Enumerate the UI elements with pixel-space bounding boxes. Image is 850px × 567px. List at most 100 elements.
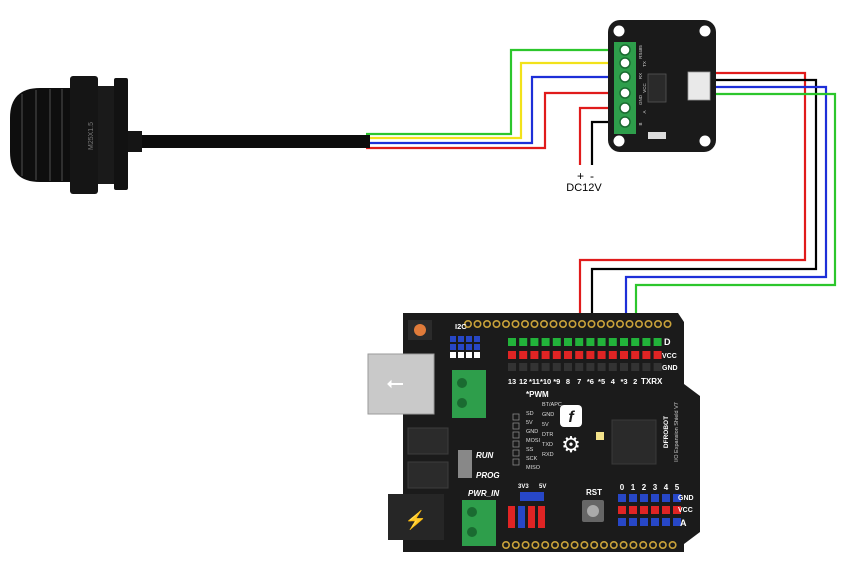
- digital-pin-gnd: [631, 363, 640, 371]
- gland-ribs: [21, 89, 63, 181]
- top-header-pin: [492, 319, 501, 328]
- i2c-pin: [474, 344, 480, 350]
- reset-button-cap[interactable]: [414, 324, 426, 336]
- digital-pin-gnd: [541, 363, 550, 371]
- analog-a-label: A: [680, 518, 687, 528]
- top-header-pin: [482, 319, 491, 328]
- prog-label: PROG: [476, 471, 500, 480]
- arduino-shield: ⭠ ⚡ I2C RUN PROG PWR_IN 3V3 5V: [367, 313, 700, 552]
- v5-label: 5V: [539, 484, 546, 490]
- analog-pin-vcc: [640, 506, 648, 514]
- bottom-header-pin: [501, 540, 510, 549]
- gland-size-text: M25X1.5: [88, 122, 95, 150]
- wire-yellow-sensor: [366, 61, 610, 140]
- digital-pin-signal: [530, 338, 539, 346]
- usb-port: [367, 353, 435, 415]
- gland-body: [98, 86, 114, 184]
- terminal-screws: [619, 44, 631, 128]
- analog-pin-number: 2: [642, 483, 647, 492]
- run-label: RUN: [476, 451, 494, 460]
- icsp-label: SS: [526, 447, 534, 453]
- top-header-pin: [596, 319, 605, 328]
- voltage-jumper[interactable]: [520, 492, 544, 501]
- wire-blue-sensor: [366, 75, 610, 145]
- gland-dome: [10, 88, 70, 182]
- i2c-pin: [466, 352, 472, 358]
- analog-pin-vcc: [662, 506, 670, 514]
- icsp-pin: [512, 440, 520, 448]
- converter-switch: [648, 132, 666, 139]
- analog-pin-signal: [640, 518, 648, 526]
- mount-hole-tl: [613, 25, 625, 37]
- analog-pin-number: 1: [631, 483, 636, 492]
- digital-pin-vcc: [642, 351, 651, 359]
- i2c-pin: [458, 352, 464, 358]
- bt-label: DTR: [542, 432, 553, 438]
- bottom-header-pin: [550, 540, 559, 549]
- digital-pin-gnd: [519, 363, 528, 371]
- bottom-header-pin: [599, 540, 608, 549]
- analog-pin-number: 4: [664, 483, 669, 492]
- bottom-header-pin: [580, 540, 589, 549]
- icsp-pin: [512, 422, 520, 430]
- digital-pin-vcc: [608, 351, 617, 359]
- icsp-pin: [512, 458, 520, 466]
- digital-pin-gnd: [586, 363, 595, 371]
- top-header-pin: [606, 319, 615, 328]
- pwr-screw-1: [467, 507, 477, 517]
- bottom-header-pin: [590, 540, 599, 549]
- terminal-screw-3: [619, 71, 631, 83]
- mcu-chip: [611, 419, 657, 465]
- i2c-pin: [458, 344, 464, 350]
- bt-label: TXD: [542, 442, 553, 448]
- icsp-pin: [512, 449, 520, 457]
- converter-label: GND: [638, 94, 643, 105]
- bottom-header-pin: [560, 540, 569, 549]
- wire-green-sensor: [366, 48, 610, 136]
- top-header-pin: [530, 319, 539, 328]
- digital-pin-number: *9: [553, 377, 560, 386]
- bottom-header-pin: [658, 540, 667, 549]
- run-prog-switch[interactable]: [458, 450, 472, 478]
- converter-label: TX: [642, 61, 647, 67]
- xbee-pins: [508, 506, 545, 528]
- terminal-screw-4: [619, 87, 631, 99]
- analog-pin-number: 3: [653, 483, 658, 492]
- mount-hole-bl: [613, 135, 625, 147]
- digital-pin-number: 8: [566, 377, 570, 386]
- wire-black-power: [590, 120, 610, 165]
- bottom-header-pin: [541, 540, 550, 549]
- icsp-pin: [512, 413, 520, 421]
- wire-green-to-arduino: [634, 92, 837, 342]
- bottom-header-pin: [668, 540, 677, 549]
- i2c-pin: [450, 352, 456, 358]
- converter-label: VCC: [642, 83, 647, 93]
- digital-pin-number: *6: [587, 377, 594, 386]
- digital-pin-vcc: [597, 351, 606, 359]
- analog-pin-signal: [618, 518, 626, 526]
- wire-red-to-arduino: [578, 71, 807, 342]
- dfrobot-logo: [560, 405, 582, 427]
- digital-pin-rows: [508, 338, 662, 371]
- digital-pin-vcc: [586, 351, 595, 359]
- analog-pin-gnd: [662, 494, 670, 502]
- power-label: + - DC12V: [566, 169, 602, 194]
- analog-pin-gnd: [629, 494, 637, 502]
- top-header-pin: [587, 319, 596, 328]
- sensor-cable: [135, 135, 370, 148]
- icsp-label: SD: [526, 411, 534, 417]
- rst-label: RST: [586, 488, 602, 497]
- txrx-label: TXRX: [641, 377, 663, 386]
- digital-pin-number: 12: [519, 377, 527, 386]
- rst-button-cap[interactable]: [587, 505, 599, 517]
- servo-screw-1: [457, 378, 467, 388]
- converter-label: A: [642, 110, 647, 113]
- bt-label: RXD: [542, 452, 554, 458]
- model-text: I/O Expansion Shield V7: [674, 402, 680, 462]
- digital-pin-signal: [620, 338, 628, 346]
- analog-pin-gnd: [651, 494, 659, 502]
- v33-label: 3V3: [518, 484, 529, 490]
- mount-hole-tr: [699, 25, 711, 37]
- bt-label: BT/APC: [542, 402, 562, 408]
